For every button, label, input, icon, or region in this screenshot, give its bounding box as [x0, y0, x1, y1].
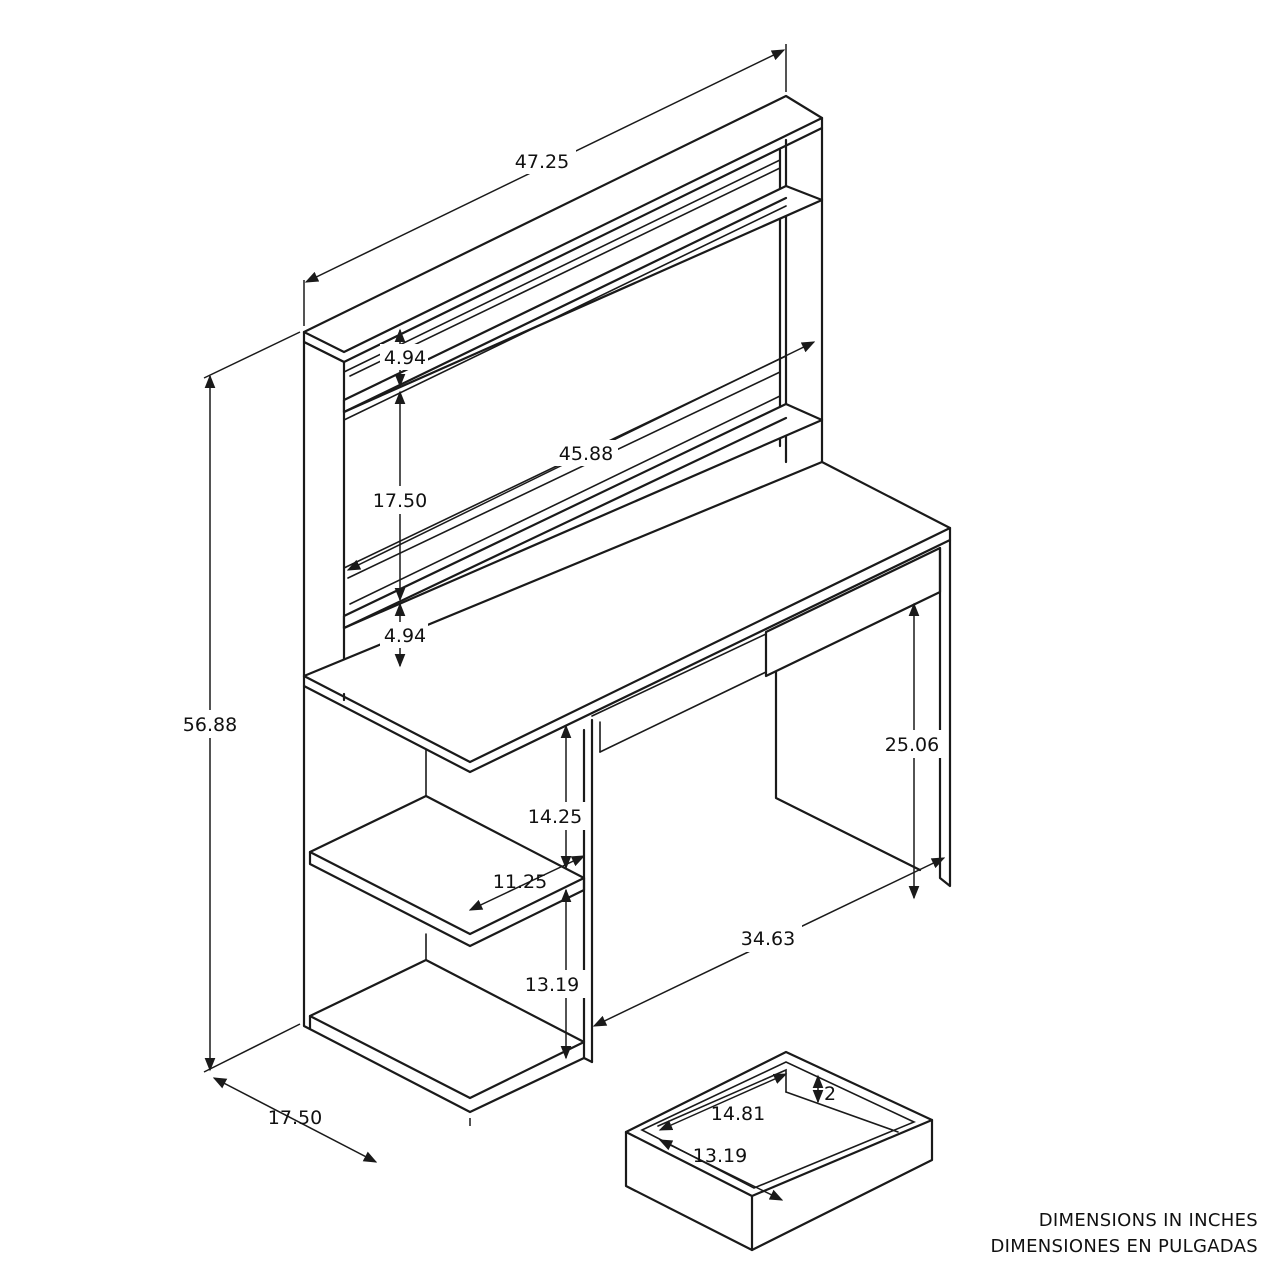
label-upper-shelf-height: 14.25	[528, 806, 582, 828]
desk-right-leg	[938, 538, 952, 888]
label-drawer-depth: 13.19	[693, 1145, 747, 1167]
drawer-body	[624, 1050, 934, 1252]
desk	[302, 460, 952, 1114]
cabinet-shelf-bottom	[308, 958, 586, 1100]
label-desk-leg-height: 25.06	[885, 734, 939, 756]
label-hutch-width: 47.25	[515, 151, 569, 173]
label-lower-shelf-height: 13.19	[525, 974, 579, 996]
units-caption-english: DIMENSIONS IN INCHES	[1038, 1210, 1258, 1231]
hutch-left-upright	[302, 340, 346, 696]
label-hutch-inner-width: 45.88	[559, 443, 613, 465]
units-caption-spanish: DIMENSIONES EN PULGADAS	[990, 1236, 1258, 1257]
label-knee-space-width: 34.63	[741, 928, 795, 950]
label-shelf-depth: 11.25	[493, 871, 547, 893]
label-desk-depth: 17.50	[268, 1107, 322, 1129]
drawer	[624, 1050, 934, 1252]
left-cabinet	[302, 684, 586, 1114]
label-total-height: 56.88	[183, 714, 237, 736]
label-top-cubby-height: 4.94	[384, 347, 426, 369]
label-hutch-opening-height: 17.50	[373, 490, 427, 512]
dimension-labels: 47.25 56.88 17.50 4.94 17.50 45.88 4.94 …	[176, 148, 946, 1167]
label-drawer-height: 2	[824, 1083, 836, 1105]
label-lower-cubby-height: 4.94	[384, 625, 426, 647]
label-drawer-width: 14.81	[711, 1103, 765, 1125]
